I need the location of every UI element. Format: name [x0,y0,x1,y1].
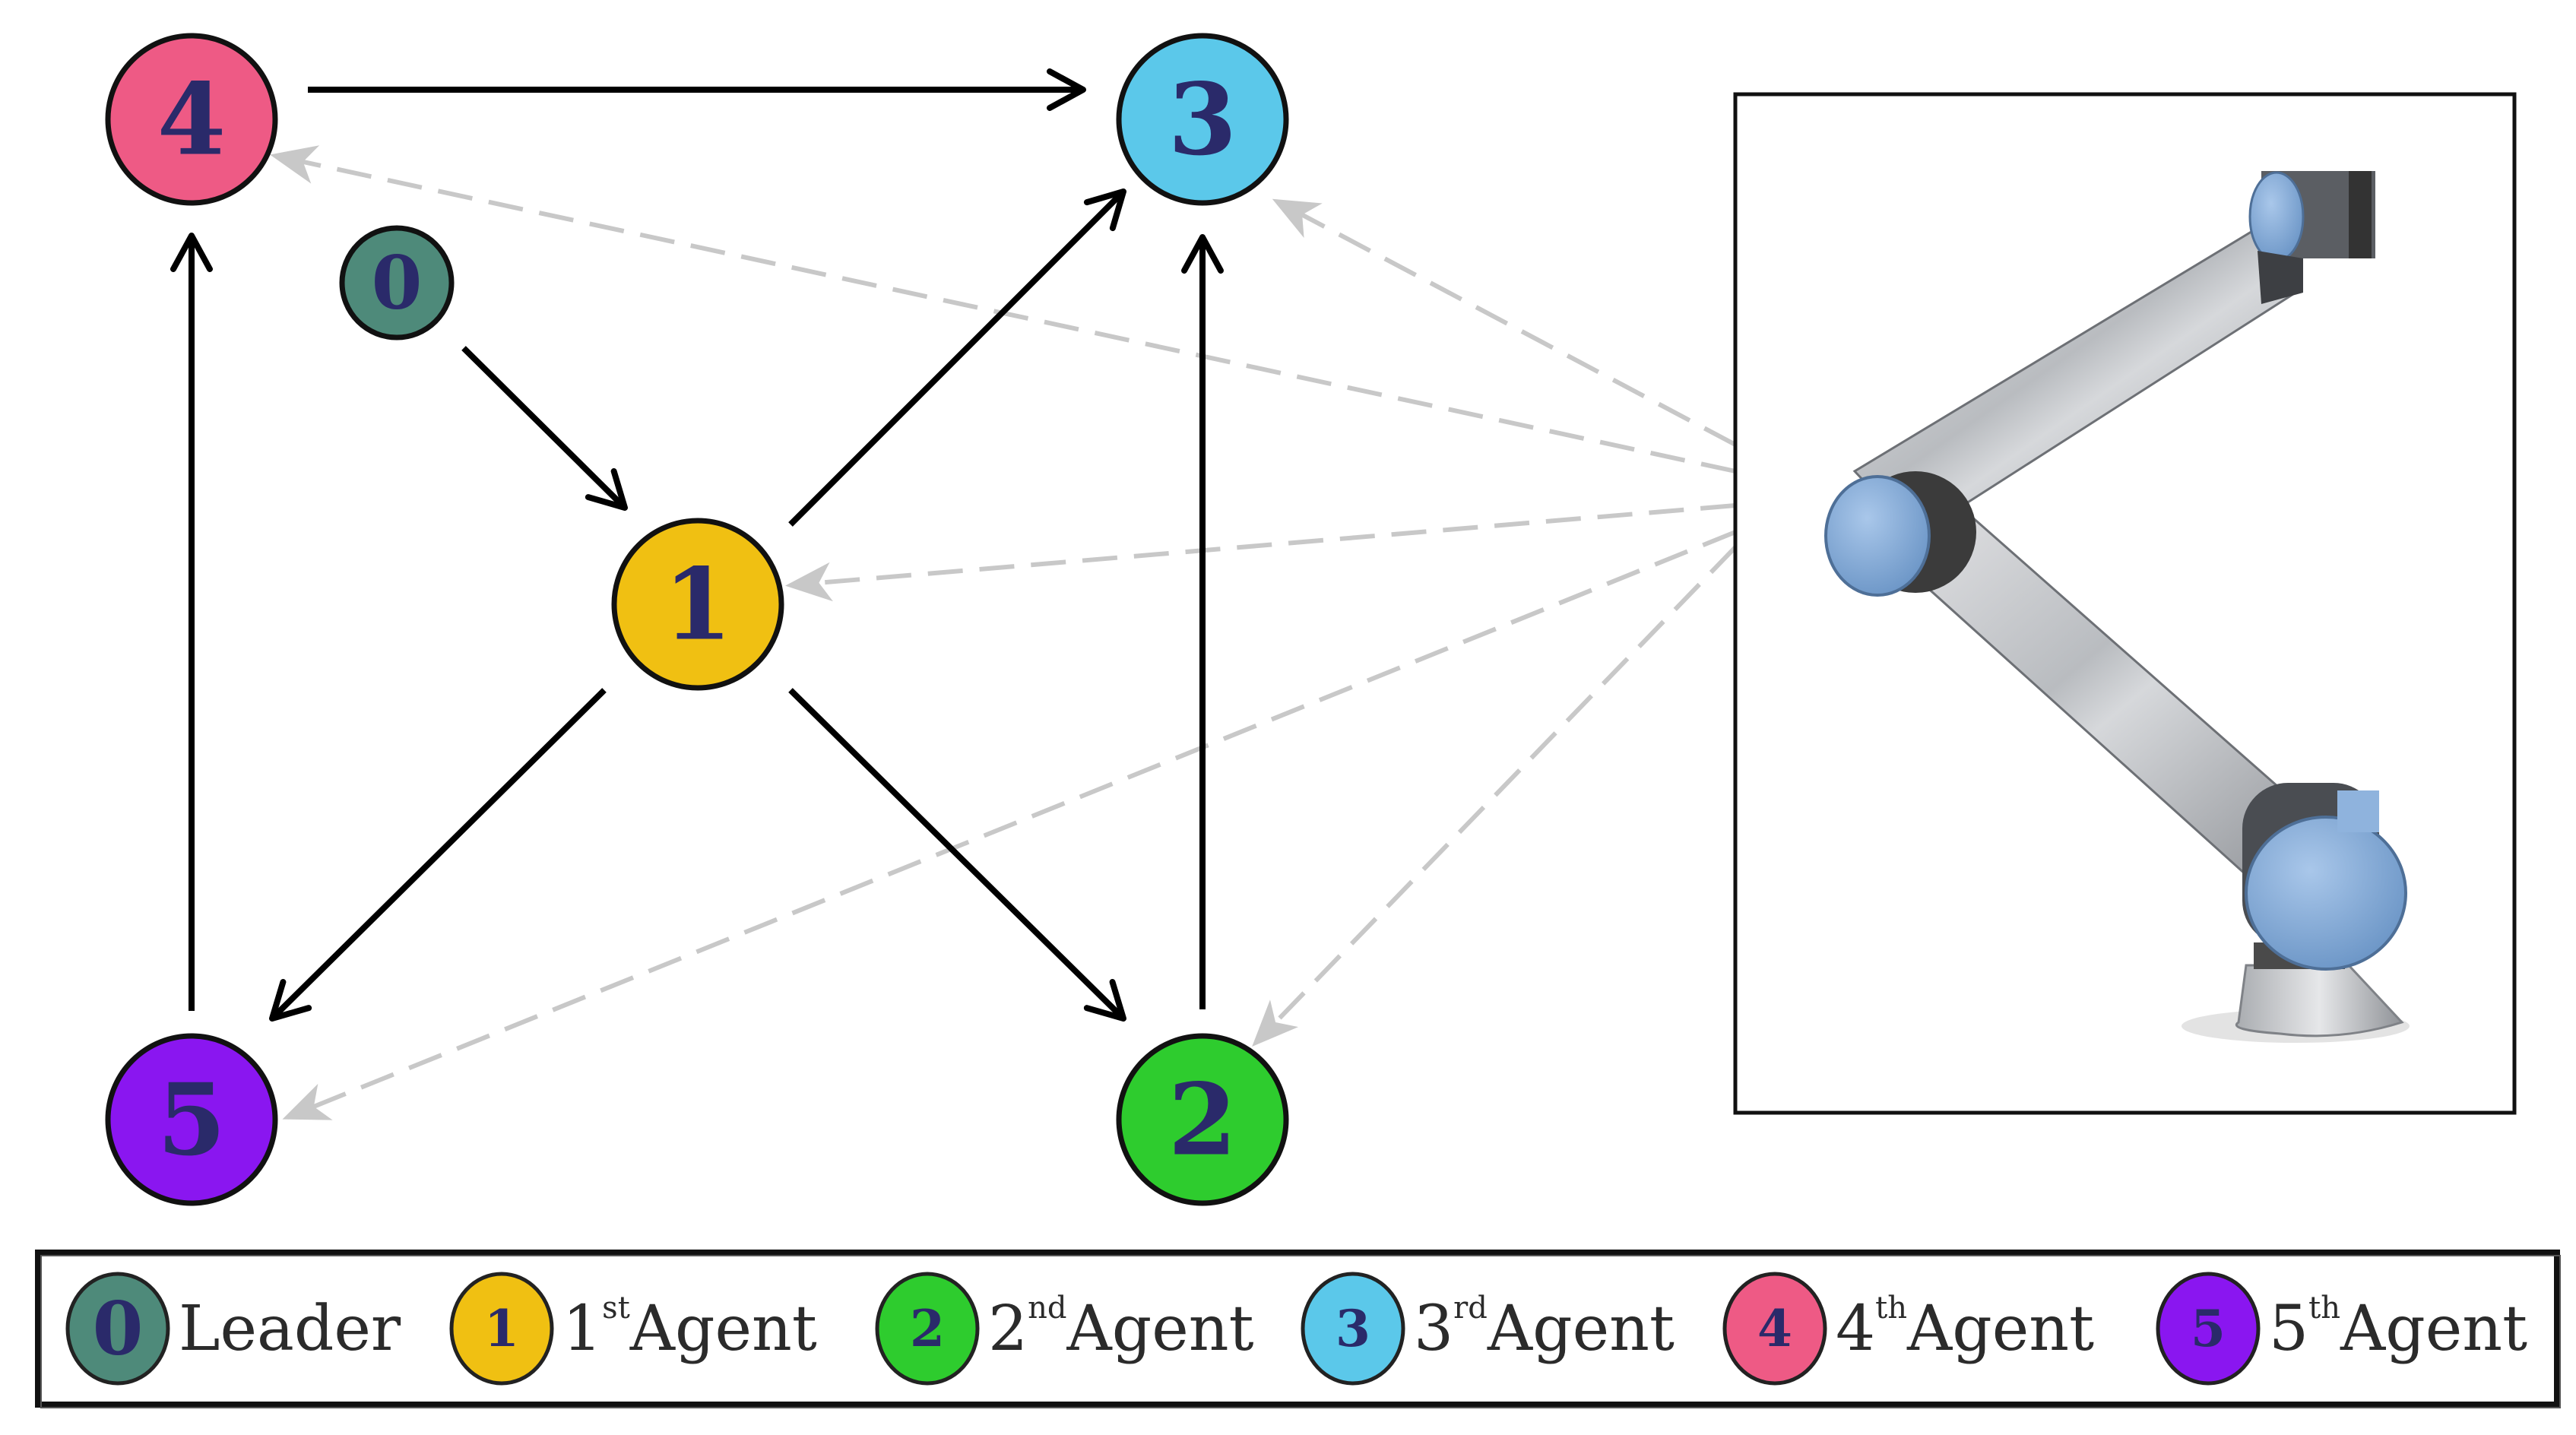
legend-ordinal-3: 3 [1414,1293,1453,1365]
legend-ordinal-suffix-3: rd [1453,1291,1488,1326]
legend-label-2: 2ndAgent [988,1291,1254,1365]
edge-1-to-5 [269,688,607,1022]
node-circle-3 [1116,33,1289,206]
legend-ordinal-0: Leader [179,1293,401,1365]
legend-ordinal-4: 4 [1836,1293,1875,1365]
node-label-2: 2 [1168,1062,1237,1178]
node-1: 1 [611,518,784,691]
legend-swatch-4 [1722,1272,1827,1386]
legend-label-3: 3rdAgent [1414,1291,1675,1365]
node-label-3: 3 [1168,62,1237,178]
legend-item-0: 0 Leader [65,1272,401,1386]
robot-panel [1733,92,2517,1115]
legend-agent-word-4: Agent [1906,1293,2094,1365]
legend-ordinal-2: 2 [988,1293,1028,1365]
node-label-0: 0 [372,240,423,326]
legend-ordinal-suffix-1: st [602,1291,630,1326]
legend-swatch-5 [2156,1272,2261,1386]
legend-ordinal-5: 5 [2269,1293,2308,1365]
edge-robot-to-1 [785,503,1736,602]
node-circle-1 [611,518,784,691]
node-label-1: 1 [664,546,732,663]
node-label-5: 5 [157,1062,226,1178]
legend-agent-word-3: Agent [1487,1293,1675,1365]
legend-label-1: 1stAgent [562,1291,817,1365]
legend-ordinal-suffix-5: th [2308,1291,2340,1326]
legend-label-4: 4thAgent [1836,1291,2094,1365]
node-2: 2 [1116,1033,1289,1206]
edge-1-to-3 [788,188,1126,527]
node-5: 5 [105,1033,278,1206]
node-3: 3 [1116,33,1289,206]
legend-swatch-label-3: 3 [1336,1299,1370,1358]
node-circle-0 [339,225,455,341]
legend-swatch-label-1: 1 [484,1299,519,1358]
legend-swatch-label-2: 2 [910,1299,945,1358]
legend-swatch-3 [1301,1272,1405,1386]
legend-ordinal-suffix-2: nd [1028,1291,1066,1326]
legend-label-0: Leader [179,1293,401,1365]
edge-0-to-1 [461,346,628,511]
dashed-edge-layer [270,145,1738,1120]
edge-robot-to-2 [1252,545,1738,1047]
legend-swatch-1 [449,1272,554,1386]
node-circle-5 [105,1033,278,1206]
legend-swatch-label-5: 5 [2191,1299,2226,1358]
node-layer: 0 1 2 3 4 5 [105,33,1289,1206]
legend-swatch-label-0: 0 [93,1286,144,1372]
legend-ordinal-1: 1 [562,1293,602,1365]
legend-ordinal-suffix-4: th [1875,1291,1907,1326]
node-0: 0 [339,225,455,341]
legend-agent-word-2: Agent [1066,1293,1254,1365]
node-label-4: 4 [157,62,226,178]
legend-agent-word-5: Agent [2340,1293,2527,1365]
legend-agent-word-1: Agent [629,1293,817,1365]
edge-1-to-2 [788,688,1126,1022]
robot-arm-icon [1824,171,2410,1043]
edge-robot-to-5 [282,530,1737,1120]
legend-swatch-label-4: 4 [1757,1299,1792,1358]
edge-robot-to-3 [1272,198,1737,447]
legend-swatch-0 [65,1272,170,1386]
node-circle-4 [105,33,278,206]
node-4: 4 [105,33,278,206]
legend-label-5: 5thAgent [2269,1291,2527,1365]
node-circle-2 [1116,1033,1289,1206]
solid-edge-layer [170,68,1224,1022]
legend-swatch-2 [875,1272,980,1386]
